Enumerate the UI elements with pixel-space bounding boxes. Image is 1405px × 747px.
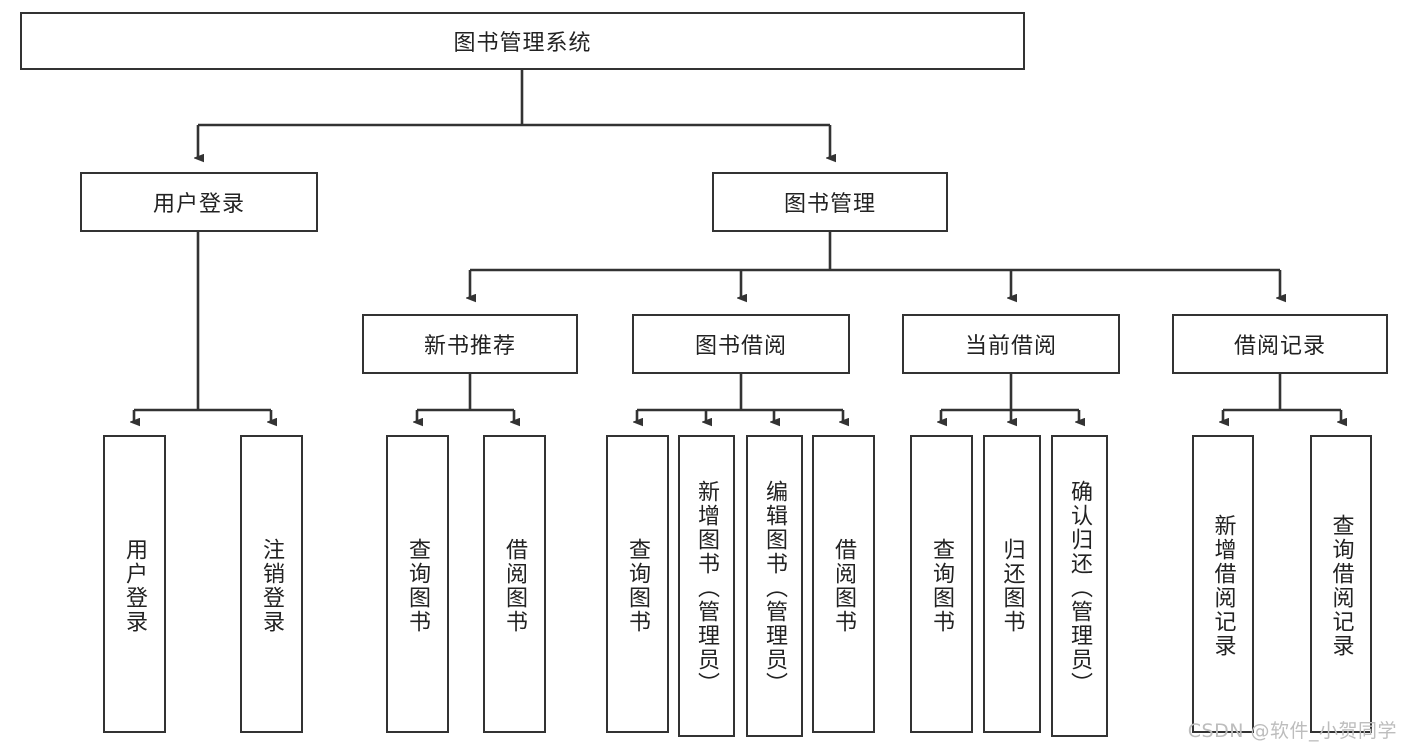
leaf-query-book-1-label: 查询图书 — [405, 538, 431, 634]
leaf-user-login[interactable]: 用户登录 — [103, 435, 166, 733]
leaf-user-logout[interactable]: 注销登录 — [240, 435, 303, 733]
leaf-query-record-label: 查询借阅记录 — [1328, 514, 1354, 658]
node-book-borrow-label: 图书借阅 — [694, 334, 787, 359]
leaf-edit-book-label: 编辑图书（管理员） — [762, 480, 788, 696]
leaf-edit-book[interactable]: 编辑图书（管理员） — [746, 435, 803, 737]
leaf-borrow-book-1[interactable]: 借阅图书 — [483, 435, 546, 733]
leaf-return-book-label: 归还图书 — [999, 538, 1025, 634]
node-borrow-record[interactable]: 借阅记录 — [1172, 314, 1388, 374]
leaf-borrow-book-1-label: 借阅图书 — [502, 538, 528, 634]
leaf-query-book-2[interactable]: 查询图书 — [606, 435, 669, 733]
node-root[interactable]: 图书管理系统 — [20, 12, 1025, 70]
leaf-borrow-book-2[interactable]: 借阅图书 — [812, 435, 875, 733]
leaf-add-record-label: 新增借阅记录 — [1210, 514, 1236, 658]
leaf-add-book-label: 新增图书（管理员） — [694, 480, 720, 696]
leaf-confirm-return-label: 确认归还（管理员） — [1067, 480, 1093, 696]
node-current-borrow[interactable]: 当前借阅 — [902, 314, 1120, 374]
leaf-user-login-label: 用户登录 — [122, 538, 148, 634]
watermark: CSDN @软件_小贺同学 — [1187, 720, 1397, 742]
node-new-book-recommend-label: 新书推荐 — [423, 334, 516, 359]
leaf-return-book[interactable]: 归还图书 — [983, 435, 1041, 733]
leaf-query-record[interactable]: 查询借阅记录 — [1310, 435, 1372, 733]
leaf-borrow-book-2-label: 借阅图书 — [831, 538, 857, 634]
leaf-add-record[interactable]: 新增借阅记录 — [1192, 435, 1254, 733]
node-book-manage[interactable]: 图书管理 — [712, 172, 948, 232]
leaf-query-book-1[interactable]: 查询图书 — [386, 435, 449, 733]
leaf-query-book-3-label: 查询图书 — [929, 538, 955, 634]
leaf-query-book-3[interactable]: 查询图书 — [910, 435, 973, 733]
node-user-login[interactable]: 用户登录 — [80, 172, 318, 232]
node-user-login-label: 用户登录 — [152, 192, 245, 217]
leaf-add-book[interactable]: 新增图书（管理员） — [678, 435, 735, 737]
leaf-confirm-return[interactable]: 确认归还（管理员） — [1051, 435, 1108, 737]
node-book-manage-label: 图书管理 — [783, 192, 876, 217]
node-root-label: 图书管理系统 — [453, 31, 592, 56]
node-borrow-record-label: 借阅记录 — [1233, 334, 1326, 359]
leaf-user-logout-label: 注销登录 — [259, 538, 285, 634]
leaf-query-book-2-label: 查询图书 — [625, 538, 651, 634]
node-current-borrow-label: 当前借阅 — [964, 334, 1057, 359]
node-book-borrow[interactable]: 图书借阅 — [632, 314, 850, 374]
node-new-book-recommend[interactable]: 新书推荐 — [362, 314, 578, 374]
